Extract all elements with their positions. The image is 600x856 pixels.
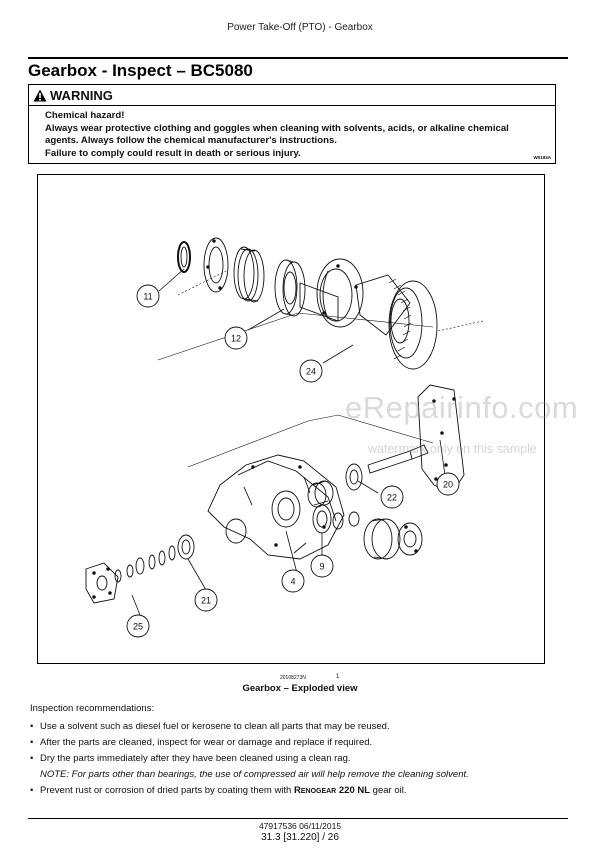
section-title: Gearbox - Inspect – BC5080 [28,61,253,80]
warning-divider [29,105,555,106]
warning-text: Chemical hazard! Always wear protective … [45,110,547,160]
figure-number: 1 [336,674,340,680]
callout-label: 11 [143,292,152,302]
footer-page-number: 31.3 [31.220] / 26 [261,832,339,843]
callout-label: 12 [231,334,241,344]
callout-label: 4 [290,577,295,587]
callout-label: 21 [201,596,211,606]
warning-code: W0193A [533,155,551,160]
gearbox-exploded-drawing: 11 12 24 20 22 9 4 21 25 [85,237,484,638]
callout-label: 20 [443,480,453,490]
callout-label: 9 [319,562,324,572]
list-item: Prevent rust or corrosion of dried parts… [30,784,570,800]
warning-line: Failure to comply could result in death … [45,147,301,159]
warning-line: Always wear protective clothing and gogg… [45,122,509,134]
title-rule [28,57,568,59]
callout-circle-9: 9 [310,554,334,578]
callout-circle-24: 24 [299,359,323,383]
shaft-and-bearings [307,444,429,560]
list-item-text: Prevent rust or corrosion of dried parts… [40,785,294,796]
footer-doc-id: 47917536 06/11/2015 [258,821,342,831]
callout-label: 25 [133,622,143,632]
callout-circle-4: 4 [281,569,305,593]
figure-caption: Gearbox – Exploded view [242,683,358,694]
callout-label: 22 [387,493,397,503]
inspection-list: Use a solvent such as diesel fuel or ker… [30,720,570,800]
callout-circle-22: 22 [380,485,404,509]
figure-image-id: 20108273N [280,675,306,681]
callout-leaders [131,268,446,616]
warning-box: WARNING Chemical hazard! Always wear pro… [28,84,556,164]
callout-circle-12: 12 [224,326,248,350]
list-item: After the parts are cleaned, inspect for… [30,736,570,752]
warning-line: agents. Always follow the chemical manuf… [45,135,337,146]
exploded-view-figure: 11 12 24 20 22 9 4 21 25 [37,174,545,664]
upper-assembly [157,237,484,370]
warning-label: WARNING [50,88,113,103]
product-name: Renogear 220 NL [293,785,371,796]
list-item: Dry the parts immediately after they hav… [30,752,570,768]
callout-circle-25: 25 [126,614,150,638]
callout-label: 24 [306,367,316,377]
page-header: Power Take-Off (PTO) - Gearbox [227,22,373,33]
callout-circle-21: 21 [194,588,218,612]
inspection-title: Inspection recommendations: [30,703,155,714]
warning-triangle-icon [33,89,47,102]
list-item-text: gear oil. [370,785,407,796]
callout-circle-20: 20 [436,472,460,496]
warning-line: Chemical hazard! [45,110,125,121]
warning-header: WARNING [33,88,113,103]
inspection-note: NOTE: For parts other than bearings, the… [40,769,469,780]
footer-rule [28,818,568,819]
list-item: Use a solvent such as diesel fuel or ker… [30,720,570,736]
lower-left-parts [85,534,195,604]
callout-circle-11: 11 [136,284,160,308]
